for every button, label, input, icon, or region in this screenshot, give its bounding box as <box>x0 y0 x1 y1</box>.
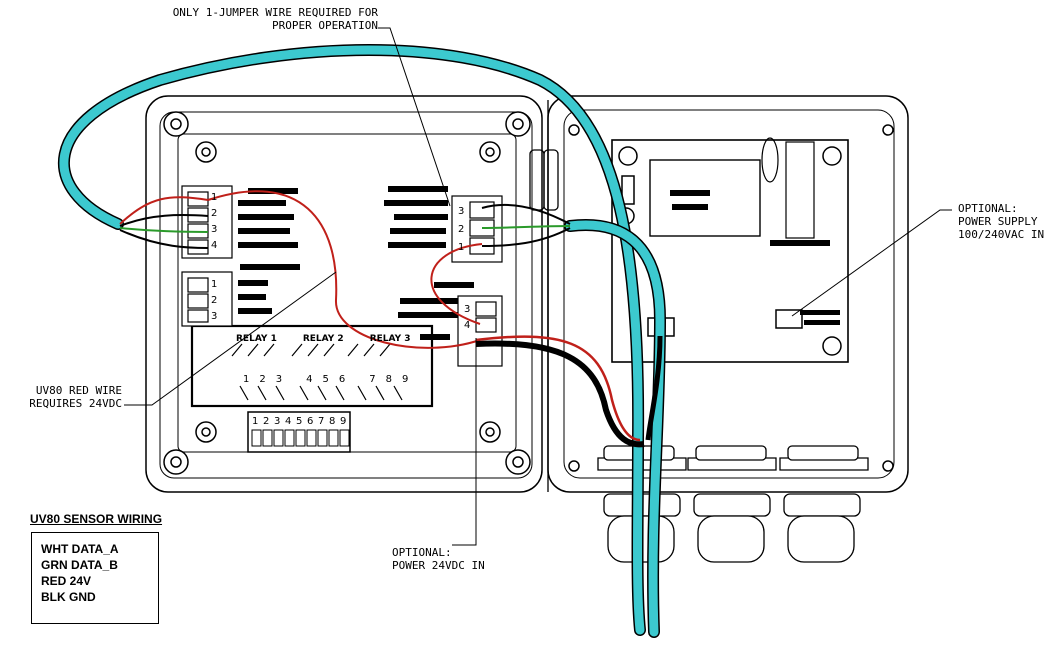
power-supply-callout-line-3: 100/240VAC IN <box>958 228 1045 241</box>
power-supply-callout-line-2: POWER SUPPLY <box>958 215 1038 228</box>
right-terminal-labels <box>384 186 474 340</box>
red-wire-callout: UV80 RED WIRE REQUIRES 24VDC <box>10 384 122 410</box>
left-terminal-block <box>181 185 233 327</box>
terminal-number: 1 <box>458 242 465 253</box>
relay-pin: 6 <box>338 374 346 385</box>
relay-symbols <box>231 343 403 401</box>
left-terminal-labels <box>238 188 300 314</box>
red-wire-callout-line-1: UV80 RED WIRE <box>35 384 122 397</box>
dip-number: 1 <box>252 416 259 427</box>
hinge <box>529 100 559 492</box>
relay-pin: 8 <box>385 374 392 385</box>
dip-number: 7 <box>318 416 325 427</box>
right-enclosure <box>547 95 909 493</box>
relay-pin: 1 <box>243 374 250 385</box>
terminal-number: 3 <box>458 206 465 217</box>
dip-number: 3 <box>274 416 281 427</box>
relay-labels: RELAY 1 RELAY 2 RELAY 3 <box>236 334 411 344</box>
terminal-number: 2 <box>211 208 218 219</box>
terminal-number: 2 <box>458 224 465 235</box>
dip-number: 2 <box>263 416 270 427</box>
relay-panel <box>190 324 434 408</box>
power-block-numbers: 3 4 <box>464 302 470 334</box>
leader-lines <box>124 27 952 546</box>
dip-number: 9 <box>340 416 347 427</box>
relay-pin: 9 <box>402 374 409 385</box>
lid-screws <box>163 111 531 475</box>
terminal-number: 3 <box>211 311 218 322</box>
terminal-number: 4 <box>464 320 471 331</box>
power-24vdc-callout: OPTIONAL: POWER 24VDC IN <box>392 546 485 572</box>
legend-line: GRN DATA_B <box>41 558 118 572</box>
power-supply-callout: OPTIONAL: POWER SUPPLY 100/240VAC IN <box>958 202 1044 241</box>
wiring-legend: WHT DATA_A GRN DATA_B RED 24V BLK GND <box>31 532 159 624</box>
dip-switch-numbers: 1 2 3 4 5 6 7 8 9 <box>252 416 351 427</box>
relay-pin: 7 <box>369 374 376 385</box>
power-24vdc-callout-line-2: POWER 24VDC IN <box>392 559 485 572</box>
legend-line: RED 24V <box>41 574 92 588</box>
relay-pin: 4 <box>306 374 313 385</box>
terminal-number: 3 <box>211 224 218 235</box>
dip-switch-keys <box>251 429 350 447</box>
dip-number: 4 <box>285 416 292 427</box>
terminal-number: 1 <box>211 279 218 290</box>
left-block-numbers: 1 2 3 4 <box>211 190 217 254</box>
dip-number: 8 <box>329 416 336 427</box>
serial-block-numbers: 1 2 3 <box>211 277 217 325</box>
legend-line: WHT DATA_A <box>41 542 119 556</box>
terminal-number: 3 <box>464 304 471 315</box>
terminal-number: 1 <box>211 192 218 203</box>
dip-number: 5 <box>296 416 303 427</box>
jumper-callout: ONLY 1-JUMPER WIRE REQUIRED FOR PROPER O… <box>112 6 378 32</box>
legend-title: UV80 SENSOR WIRING <box>30 512 163 526</box>
relay-pin: 5 <box>322 374 329 385</box>
relay-label: RELAY 2 <box>302 334 344 344</box>
right-terminal-block <box>451 195 503 367</box>
terminal-number: 4 <box>211 240 218 251</box>
legend-line: BLK GND <box>41 590 96 604</box>
terminal-number: 2 <box>211 295 218 306</box>
red-wire-callout-line-2: REQUIRES 24VDC <box>29 397 122 410</box>
power-24vdc-callout-line-1: OPTIONAL: <box>392 546 452 559</box>
power-board-labels <box>670 190 840 325</box>
relay-pins: 1 2 3 4 5 6 7 8 9 <box>243 374 408 385</box>
relay-label: RELAY 1 <box>236 334 277 344</box>
relay-label: RELAY 3 <box>369 334 411 344</box>
power-supply-callout-line-1: OPTIONAL: <box>958 202 1018 215</box>
dip-switch <box>247 411 351 453</box>
relay-pin: 3 <box>275 374 283 385</box>
jumper-callout-line-1: ONLY 1-JUMPER WIRE REQUIRED FOR <box>172 6 378 19</box>
dip-number: 6 <box>307 416 314 427</box>
signal-wires <box>119 190 663 448</box>
right-block-numbers: 3 2 1 <box>458 203 464 257</box>
relay-pin: 2 <box>259 374 266 385</box>
left-enclosure <box>145 95 543 493</box>
sensor-cable-fill <box>59 45 645 635</box>
jumper-callout-line-2: PROPER OPERATION <box>272 19 378 32</box>
